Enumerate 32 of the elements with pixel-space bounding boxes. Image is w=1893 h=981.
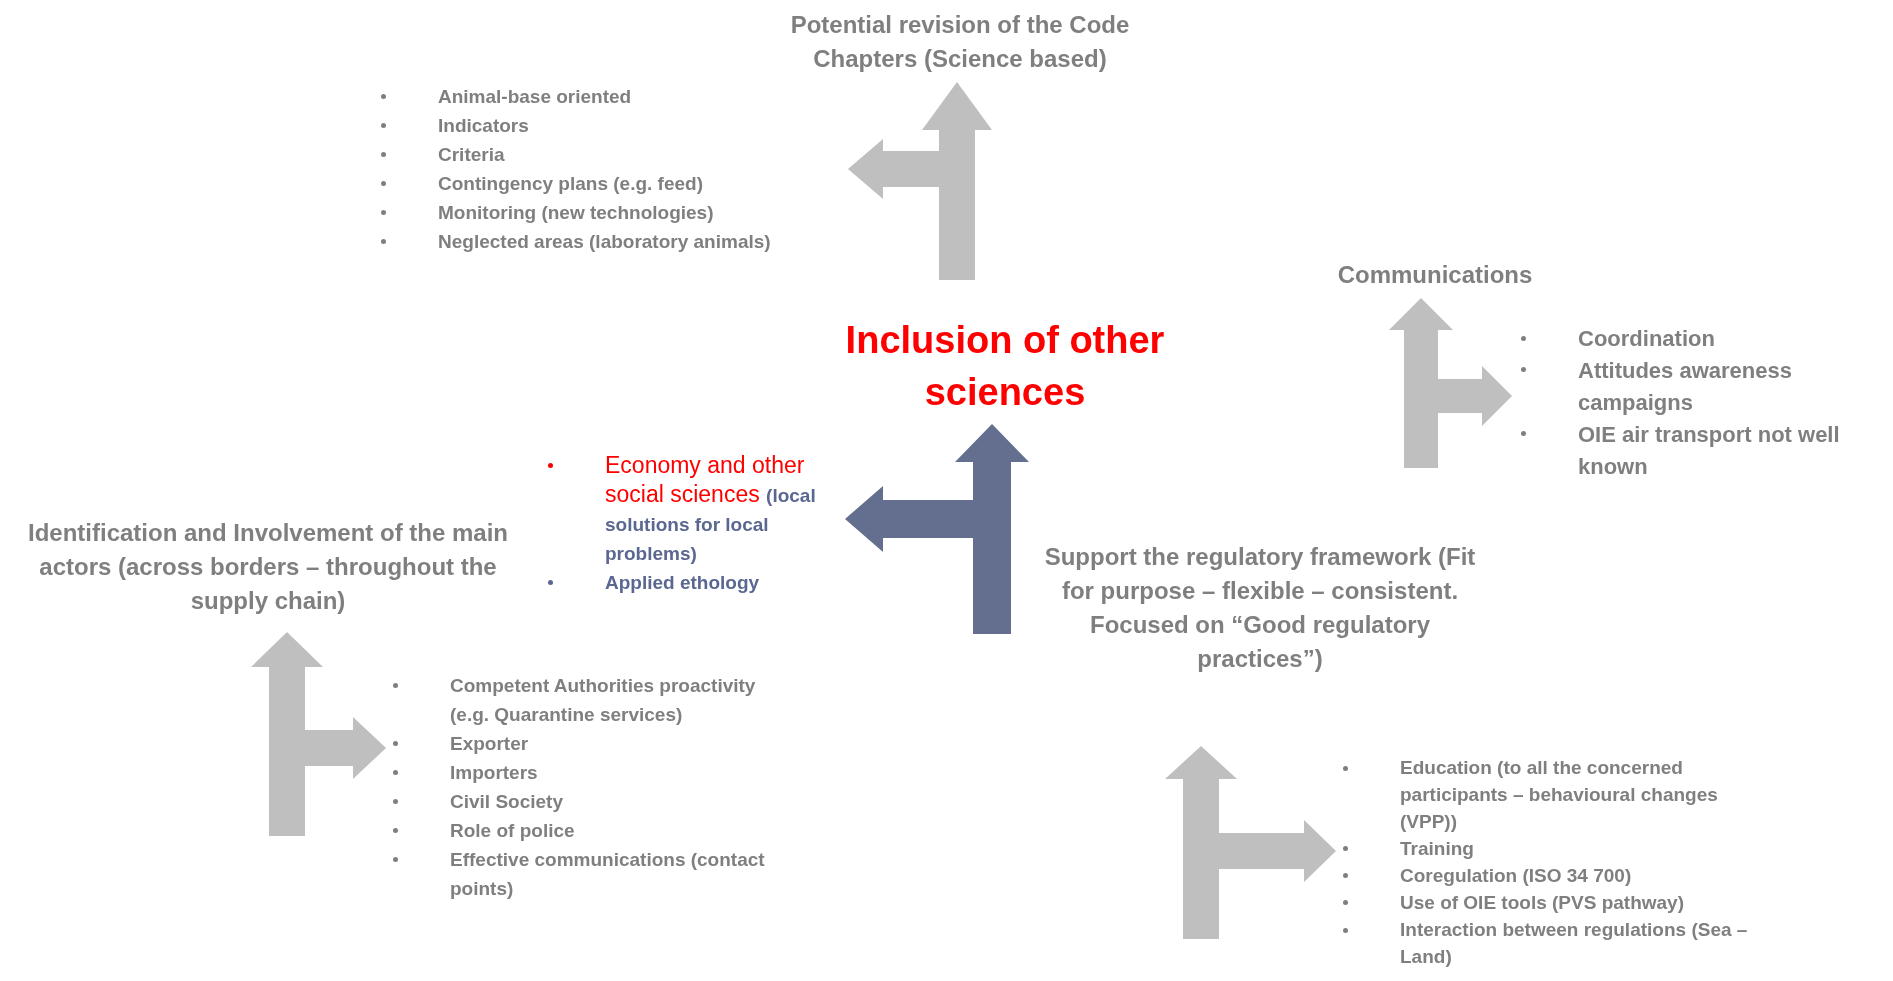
list-item: Neglected areas (laboratory animals) xyxy=(438,231,771,252)
list-item: Contingency plans (e.g. feed) xyxy=(438,173,703,194)
heading-text: Identification and Involvement of the main actors (across borders – throughout the supply chain) xyxy=(8,516,528,618)
list-item: Applied ethology xyxy=(605,572,760,593)
list-item: Indicators xyxy=(438,115,529,136)
list-item: Interaction between regulations (Sea – Land) xyxy=(1400,919,1748,967)
list-item: Importers xyxy=(450,762,538,783)
list-item: Effective communications (contact points) xyxy=(450,849,765,899)
list-item: Competent Authorities proactivity (e.g. Quarantine services) xyxy=(450,675,756,725)
heading-text: Inclusion of other sciences xyxy=(805,314,1205,418)
block-arrow xyxy=(1165,746,1237,939)
list-item: Criteria xyxy=(438,144,505,165)
list-item: Education (to all the concerned participants – behavioural changes (VPP)) xyxy=(1400,757,1718,832)
list-item: Role of police xyxy=(450,820,575,841)
block-arrow xyxy=(1389,298,1453,468)
list-item: Monitoring (new technologies) xyxy=(438,202,714,223)
heading-text: Potential revision of the Code Chapters (Science based) xyxy=(760,8,1160,76)
list-item: Training xyxy=(1400,838,1474,859)
list-item: Economy and other social sciences (local solutions for local problems) xyxy=(605,452,816,565)
list-item: Coordination xyxy=(1578,326,1715,351)
list-item: Exporter xyxy=(450,733,529,754)
list-item: OIE air transport not well known xyxy=(1578,422,1840,479)
block-arrow xyxy=(251,632,323,836)
list-item: Coregulation (ISO 34 700) xyxy=(1400,865,1632,886)
list-item: Use of OIE tools (PVS pathway) xyxy=(1400,892,1684,913)
list-item: Attitudes awareness campaigns xyxy=(1578,358,1792,415)
block-arrow xyxy=(922,82,992,280)
heading-text: Support the regulatory framework (Fit for purpose – flexible – consistent. Focused on “Good regulatory practices”) xyxy=(1040,540,1480,676)
list-item: Animal-base oriented xyxy=(438,86,632,107)
heading-text: Communications xyxy=(1300,258,1570,292)
list-item: Civil Society xyxy=(450,791,563,812)
block-arrow xyxy=(955,424,1029,634)
